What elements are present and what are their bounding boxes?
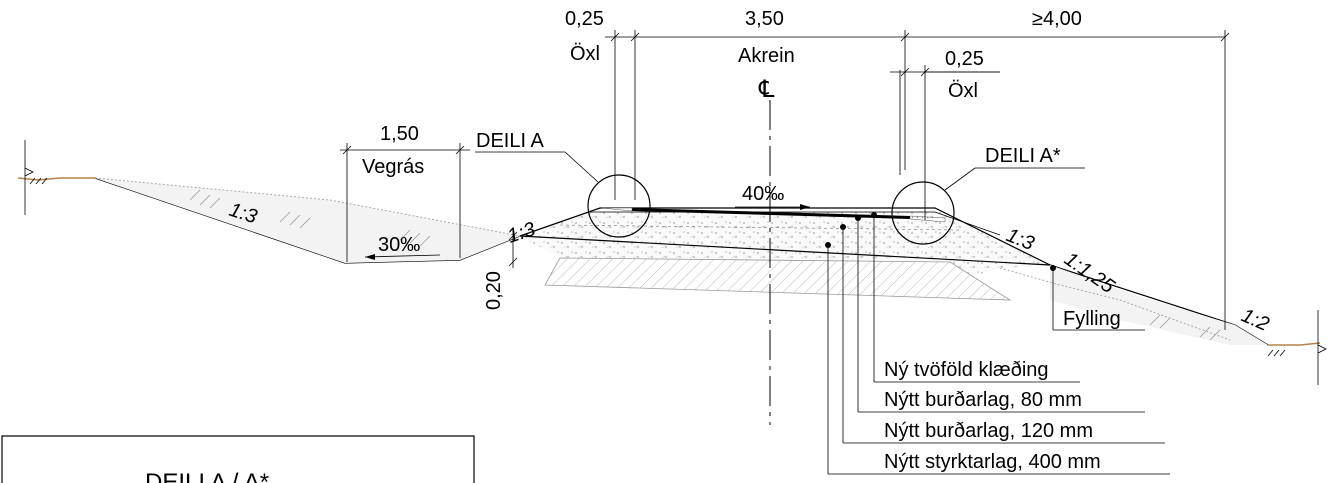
legend-box-title: DEILI A / A* xyxy=(145,469,269,483)
dim-ditch-value: 1,50 xyxy=(380,123,419,145)
detail-a-label: DEILI A xyxy=(476,130,544,152)
detail-a-callout: DEILI A xyxy=(475,130,651,238)
dim-right-width-value: ≥4,00 xyxy=(1032,8,1082,30)
ditch-fall-label: 30‰ xyxy=(378,234,420,256)
dim-shoulder-left-label: Öxl xyxy=(570,43,600,65)
dim-lane-label: Akrein xyxy=(738,45,795,67)
dim-shoulder-right-value: 0,25 xyxy=(945,48,984,70)
detail-a-star-label: DEILI A* xyxy=(985,145,1061,167)
road-body xyxy=(519,207,1051,301)
centerline: ℄ xyxy=(758,76,775,425)
ground-right xyxy=(999,264,1327,385)
fill-label: Fylling xyxy=(1063,308,1121,330)
ground-left xyxy=(17,140,521,264)
top-dimensions xyxy=(605,30,1230,330)
dim-shoulder-right-label: Öxl xyxy=(948,80,978,102)
dim-depth-value: 0,20 xyxy=(483,271,505,310)
layer-label-surface: Ný tvöföld klæðing xyxy=(884,359,1049,381)
fill-callout: Fylling xyxy=(1050,265,1145,331)
ditch-dimension: 1,50 Vegrás xyxy=(340,123,470,262)
centerline-symbol: ℄ xyxy=(758,76,775,103)
layer-label-base-80: Nýtt burðarlag, 80 mm xyxy=(884,389,1082,411)
dim-lane-value: 3,50 xyxy=(745,8,784,30)
dim-shoulder-left-value: 0,25 xyxy=(565,8,604,30)
depth-dimension: 0,20 xyxy=(483,230,518,310)
dim-ditch-label: Vegrás xyxy=(362,156,424,178)
crossfall-arrow: 40‰ xyxy=(735,183,810,210)
layer-label-subbase-400: Nýtt styrktarlag, 400 mm xyxy=(884,451,1101,473)
slope-left-inner: 1:3 xyxy=(505,218,538,248)
crossfall-label: 40‰ xyxy=(742,183,784,205)
layer-callouts: Ný tvöföld klæðing Nýtt burðarlag, 80 mm… xyxy=(825,212,1170,475)
legend-box: DEILI A / A* xyxy=(1,435,475,483)
layer-label-base-120: Nýtt burðarlag, 120 mm xyxy=(884,420,1093,442)
detail-a-star-callout: DEILI A* xyxy=(891,145,1085,245)
ditch-fall-arrow: 30‰ xyxy=(364,234,441,260)
